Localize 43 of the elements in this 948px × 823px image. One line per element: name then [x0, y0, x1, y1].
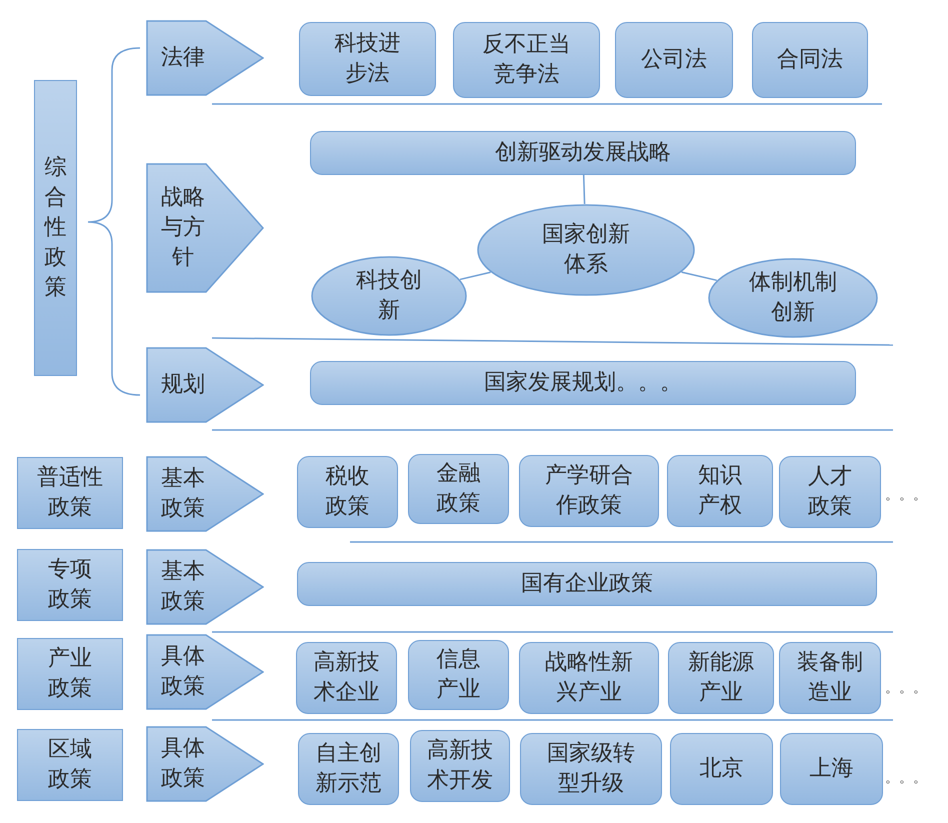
- item-box: 高新技术开发: [410, 730, 510, 802]
- item-box: 国家级转型升级: [520, 733, 662, 805]
- item-box: 科技进步法: [299, 22, 436, 96]
- ellipsis-text: 。。。: [885, 486, 927, 504]
- category-box: 产业政策: [17, 638, 123, 710]
- item-box: 信息产业: [408, 640, 509, 710]
- chevron-box: 具体政策: [146, 726, 264, 802]
- item-box: 新能源产业: [668, 642, 774, 714]
- item-box: 人才政策: [779, 456, 881, 528]
- concept-ellipse: 国家创新体系: [477, 204, 695, 296]
- item-box: 上海: [780, 733, 883, 805]
- item-box: 合同法: [752, 22, 868, 98]
- concept-ellipse: 科技创新: [311, 256, 467, 336]
- item-box: 金融政策: [408, 454, 509, 524]
- chevron-box: 基本政策: [146, 549, 264, 625]
- category-box: 普适性政策: [17, 457, 123, 529]
- item-box: 产学研合作政策: [519, 455, 659, 527]
- category-box: 综合性政策: [34, 80, 77, 376]
- item-box: 知识产权: [667, 455, 773, 527]
- chevron-box: 基本政策: [146, 456, 264, 532]
- item-box: 北京: [670, 733, 773, 805]
- item-box: 战略性新兴产业: [519, 642, 659, 714]
- item-box: 高新技术企业: [296, 642, 397, 714]
- concept-ellipse: 体制机制创新: [708, 258, 878, 338]
- item-box: 自主创新示范: [298, 733, 399, 805]
- item-box: 反不正当竞争法: [453, 22, 600, 98]
- chevron-box: 具体政策: [146, 634, 264, 710]
- connector-line: [681, 271, 717, 282]
- ellipsis-text: 。。。: [885, 769, 927, 787]
- connector-line: [582, 174, 586, 204]
- item-box: 装备制造业: [779, 642, 881, 714]
- chevron-box: 法律: [146, 20, 264, 96]
- ellipsis-text: 。。。: [885, 679, 927, 697]
- connector-line: [460, 272, 491, 280]
- category-box: 专项政策: [17, 549, 123, 621]
- item-box: 公司法: [615, 22, 733, 98]
- category-box: 区域政策: [17, 729, 123, 801]
- chevron-box: 规划: [146, 347, 264, 423]
- item-box: 国家发展规划。。。: [310, 361, 856, 405]
- item-box: 税收政策: [297, 456, 398, 528]
- item-box: 创新驱动发展战略: [310, 131, 856, 175]
- item-box: 国有企业政策: [297, 562, 877, 606]
- chevron-box: 战略与方针: [146, 163, 264, 293]
